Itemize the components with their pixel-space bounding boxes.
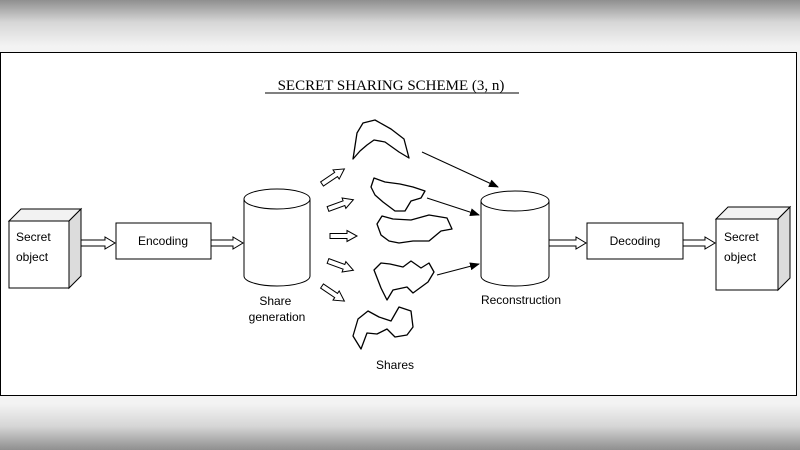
arrow-to-share-generation bbox=[210, 236, 244, 250]
arrow-share-1 bbox=[319, 168, 346, 187]
arrow-share-1-to-reconstruction bbox=[421, 151, 499, 188]
secret-sharing-diagram: SECRET SHARING SCHEME (3, n) Secret obje… bbox=[7, 78, 792, 372]
encoding-box bbox=[115, 222, 212, 260]
arrow-to-decoding bbox=[548, 236, 587, 250]
diagram-frame: SECRET SHARING SCHEME (3, n) Secret obje… bbox=[0, 52, 797, 396]
secret-object-right-cube bbox=[714, 205, 792, 292]
arrow-share-2 bbox=[326, 197, 355, 212]
share-fragment-4 bbox=[373, 260, 435, 301]
share-fragment-2 bbox=[370, 177, 426, 212]
arrow-share-4-to-reconstruction bbox=[436, 262, 480, 276]
share-fragment-3 bbox=[376, 214, 453, 244]
diagram-title: SECRET SHARING SCHEME (3, n) bbox=[278, 78, 505, 94]
share-fragment-1 bbox=[352, 119, 410, 160]
arrow-to-secret-object-right bbox=[682, 236, 716, 250]
arrow-share-5 bbox=[319, 283, 346, 302]
share-generation-cylinder bbox=[243, 188, 311, 287]
encoding-label: Encoding bbox=[138, 234, 188, 248]
reconstruction-cylinder bbox=[480, 190, 550, 287]
arrow-to-encoding bbox=[80, 236, 116, 250]
arrow-share-2-to-reconstruction bbox=[426, 197, 480, 217]
decoding-label: Decoding bbox=[610, 234, 661, 248]
reconstruction-label: Reconstruction bbox=[481, 293, 561, 307]
share-fragment-5 bbox=[352, 306, 414, 350]
secret-object-left-cube bbox=[7, 207, 83, 290]
arrow-share-4 bbox=[326, 258, 355, 273]
decoding-box bbox=[586, 222, 684, 260]
share-distribution-arrows bbox=[319, 168, 359, 302]
secret-object-left-label: Secret object bbox=[16, 230, 54, 264]
secret-object-right-label: Secret object bbox=[724, 230, 762, 264]
arrow-share-3 bbox=[329, 229, 359, 243]
reconstruction-input-arrows bbox=[421, 151, 499, 276]
share-generation-label: Share generation bbox=[249, 294, 306, 324]
shares-label: Shares bbox=[376, 358, 414, 372]
share-fragments bbox=[352, 119, 453, 350]
